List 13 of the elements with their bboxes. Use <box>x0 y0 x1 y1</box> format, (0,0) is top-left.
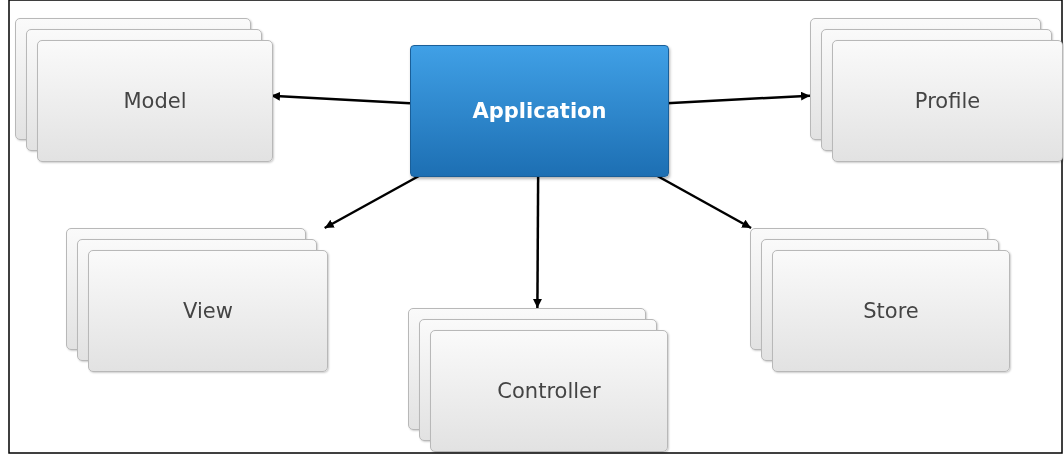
node-label: Model <box>123 89 187 113</box>
node-label: Controller <box>497 379 601 403</box>
stacked-cards <box>810 18 1061 160</box>
node-label: Profile <box>914 89 981 113</box>
application-box <box>410 45 669 177</box>
node-label: View <box>183 299 233 323</box>
node-label: Store <box>863 299 919 323</box>
stacked-cards <box>408 308 666 450</box>
stacked-cards <box>15 18 271 160</box>
connector-arrow <box>532 175 542 308</box>
stacked-cards <box>750 228 1008 370</box>
node-label: Application <box>472 99 607 123</box>
stacked-cards <box>66 228 326 370</box>
